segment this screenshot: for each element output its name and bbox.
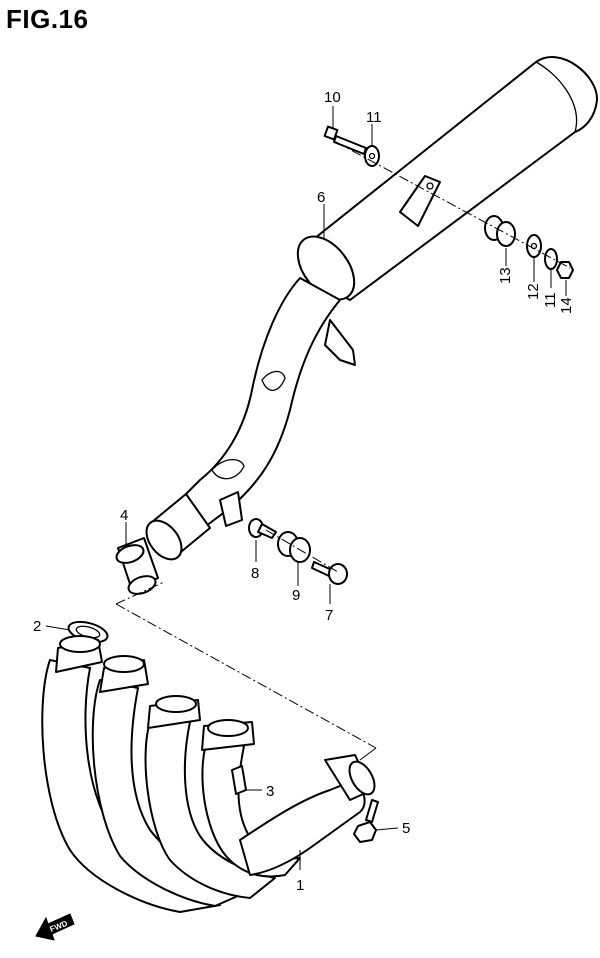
callout-12: 12	[525, 283, 542, 300]
callout-3: 3	[266, 783, 274, 800]
callout-8: 8	[251, 565, 259, 582]
washer-12	[526, 234, 542, 258]
bolt-8	[248, 518, 277, 539]
muffler	[296, 56, 599, 366]
callout-1: 1	[296, 877, 304, 894]
washer-11-side	[544, 248, 558, 270]
bolt-10	[323, 125, 367, 155]
washer-11-top	[364, 145, 380, 167]
callout-5: 5	[402, 820, 410, 837]
forward-label: FWD	[49, 919, 69, 934]
callout-4: 4	[120, 507, 128, 524]
callout-13: 13	[497, 267, 514, 284]
bolt-7	[311, 561, 348, 585]
forward-arrow-icon: FWD	[35, 913, 75, 941]
callout-2: 2	[33, 618, 41, 635]
link-pipe	[145, 277, 341, 561]
callout-9: 9	[292, 587, 300, 604]
grommet-13	[484, 215, 516, 247]
callout-11-side: 11	[542, 292, 559, 308]
bolt-5	[353, 799, 379, 843]
grommet-9	[277, 531, 311, 563]
callout-7: 7	[325, 607, 333, 624]
callout-14: 14	[558, 297, 575, 314]
leader-lines	[45, 106, 567, 870]
gasket-4	[115, 537, 159, 595]
callout-10: 10	[324, 89, 341, 106]
callout-11-top: 11	[366, 109, 382, 126]
nut-14	[556, 261, 574, 279]
assembly-lines	[115, 141, 571, 761]
figure-title: FIG.16	[6, 4, 89, 34]
callout-6: 6	[317, 189, 325, 206]
exhaust-header	[41, 635, 376, 913]
